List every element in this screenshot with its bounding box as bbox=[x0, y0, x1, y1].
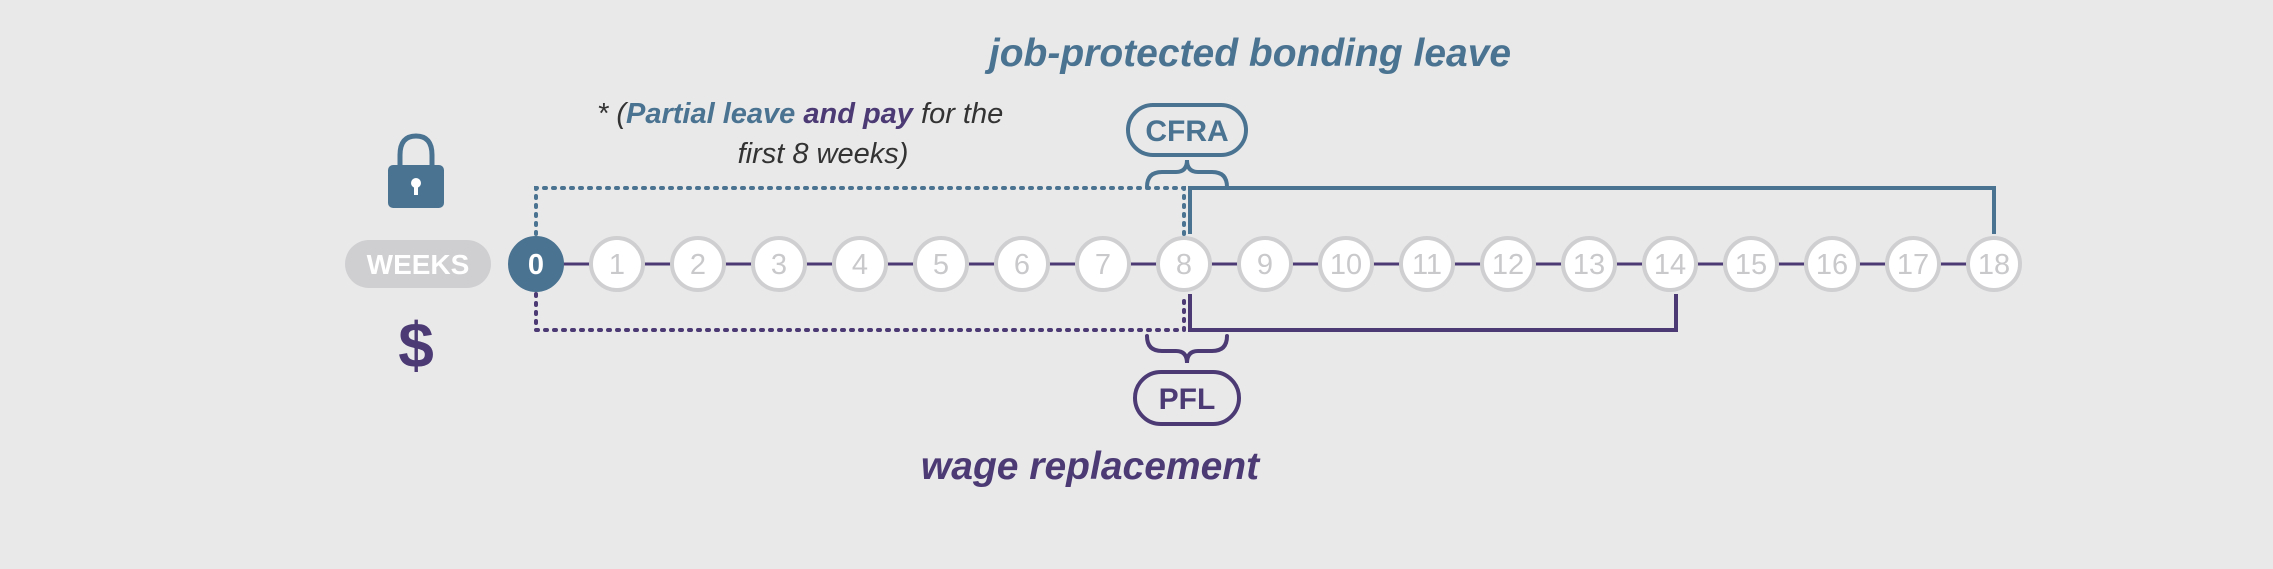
week-number: 6 bbox=[1014, 249, 1030, 281]
week-circle bbox=[1399, 236, 1455, 292]
week-number: 14 bbox=[1654, 249, 1686, 281]
week-circle bbox=[1075, 236, 1131, 292]
cfra-brace bbox=[1145, 159, 1229, 189]
partial-pay-bracket bbox=[534, 292, 1186, 332]
week-number: 2 bbox=[690, 249, 706, 281]
week-number: 12 bbox=[1492, 249, 1524, 281]
pfl-text: PFL bbox=[1159, 383, 1216, 416]
partial-leave-note-line2: first 8 weeks) bbox=[738, 138, 909, 170]
weeks-label: WEEKS bbox=[345, 240, 491, 288]
note-partial-leave: Partial leave bbox=[626, 98, 795, 130]
lock-icon bbox=[388, 133, 444, 208]
week-circle bbox=[1156, 236, 1212, 292]
week-circle bbox=[1966, 236, 2022, 292]
week-number: 3 bbox=[771, 249, 787, 281]
bonding-leave-title: job-protected bonding leave bbox=[984, 32, 1511, 75]
week-number: 8 bbox=[1176, 249, 1192, 281]
week-circle bbox=[1885, 236, 1941, 292]
week-circle bbox=[1804, 236, 1860, 292]
week-number: 9 bbox=[1257, 249, 1273, 281]
pfl-label: PFL bbox=[1133, 370, 1241, 426]
week-number: 7 bbox=[1095, 249, 1111, 281]
weeks-pill bbox=[345, 240, 491, 288]
week-number: 17 bbox=[1897, 249, 1929, 281]
week-number: 4 bbox=[852, 249, 868, 281]
pfl-pill-outline bbox=[1133, 370, 1241, 426]
cfra-label: CFRA bbox=[1126, 103, 1248, 157]
week-number: 13 bbox=[1573, 249, 1605, 281]
week-number: 10 bbox=[1330, 249, 1362, 281]
partial-leave-note-line1: * (Partial leave and pay for the bbox=[597, 98, 1003, 130]
wage-replacement-bracket bbox=[1188, 294, 1678, 332]
week-circle bbox=[508, 236, 564, 292]
week-circle bbox=[1318, 236, 1374, 292]
week-circle bbox=[832, 236, 888, 292]
week-number: 18 bbox=[1978, 249, 2010, 281]
cfra-pill-outline bbox=[1126, 103, 1248, 157]
week-circle bbox=[1480, 236, 1536, 292]
week-number: 5 bbox=[933, 249, 949, 281]
bonding-leave-bracket bbox=[1188, 186, 1996, 234]
note-for-the: for the bbox=[913, 98, 1003, 130]
week-number: 16 bbox=[1816, 249, 1848, 281]
week-number: 0 bbox=[528, 249, 544, 281]
dollar-icon: $ bbox=[398, 309, 434, 381]
wage-replacement-title: wage replacement bbox=[921, 445, 1261, 488]
cfra-text: CFRA bbox=[1145, 115, 1228, 148]
partial-leave-bracket bbox=[534, 186, 1186, 236]
week-circle bbox=[1642, 236, 1698, 292]
week-circle bbox=[1237, 236, 1293, 292]
week-circle bbox=[1723, 236, 1779, 292]
week-circle bbox=[589, 236, 645, 292]
note-and-pay: and pay bbox=[795, 98, 915, 130]
week-number: 15 bbox=[1735, 249, 1767, 281]
week-circle bbox=[913, 236, 969, 292]
pfl-brace bbox=[1145, 334, 1229, 364]
week-circle bbox=[994, 236, 1050, 292]
note-asterisk: * ( bbox=[597, 98, 629, 130]
weeks-text: WEEKS bbox=[367, 249, 470, 280]
week-number: 11 bbox=[1412, 249, 1442, 281]
week-number: 1 bbox=[609, 249, 625, 281]
week-circle bbox=[751, 236, 807, 292]
week-circle bbox=[1561, 236, 1617, 292]
week-circle bbox=[670, 236, 726, 292]
